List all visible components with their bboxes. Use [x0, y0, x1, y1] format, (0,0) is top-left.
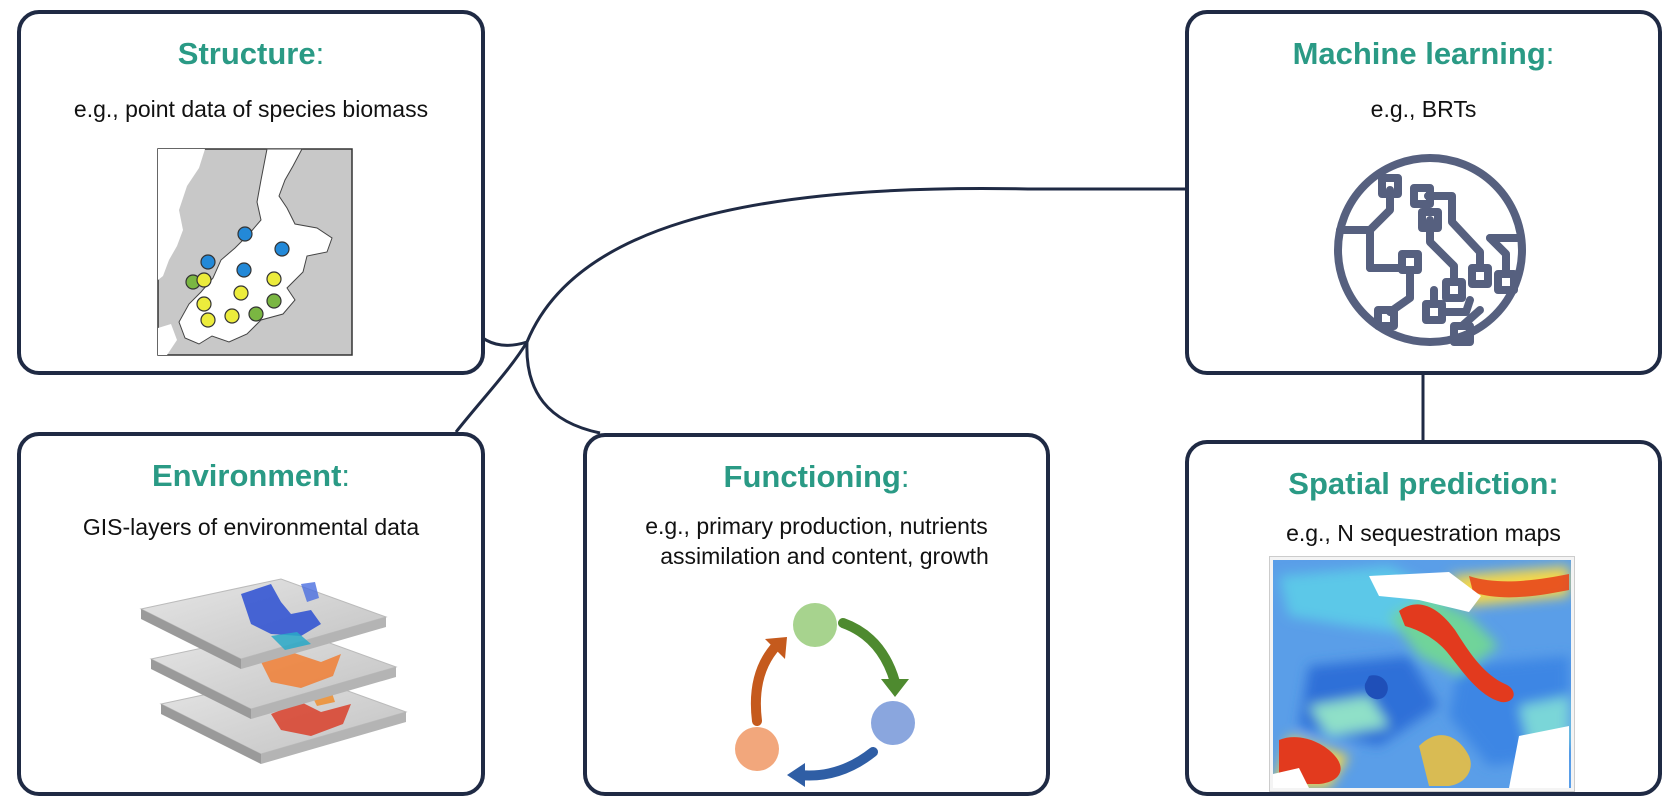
connector-hub-to-environment: [454, 341, 529, 433]
point-blue-4: [236, 262, 252, 278]
point-yellow-5: [200, 312, 216, 328]
machine-learning-box: Machine learning: e.g., BRTs: [1185, 10, 1662, 375]
environment-desc: GIS-layers of environmental data: [82, 514, 420, 540]
cycle-node-blue: [871, 701, 915, 745]
structure-title: Structure:: [21, 36, 481, 72]
machine-learning-desc: e.g., BRTs: [1370, 96, 1477, 122]
structure-box: Structure: e.g., point data of species b…: [17, 10, 485, 375]
cycle-node-orange: [735, 727, 779, 771]
point-yellow-4: [196, 296, 212, 312]
gis-layers-stack-icon: [139, 578, 408, 764]
cycle-node-green: [793, 603, 837, 647]
functioning-title-text: Functioning: [723, 459, 901, 494]
nutrient-cycle-icon: [735, 603, 915, 787]
structure-desc: e.g., point data of species biomass: [73, 96, 429, 122]
environment-title-colon: :: [341, 458, 351, 493]
gis-layer-top: [139, 578, 388, 669]
point-blue-2: [274, 241, 290, 257]
point-yellow-2: [266, 271, 282, 287]
connector-hub-to-machine-learning: [525, 187, 1185, 343]
point-blue-1: [237, 226, 253, 242]
connector-hub-to-functioning: [525, 341, 601, 435]
point-green-3: [248, 306, 264, 322]
environment-title-text: Environment: [151, 458, 342, 493]
machine-learning-title-text: Machine learning: [1292, 36, 1546, 71]
cycle-arrow-orange: [750, 640, 782, 726]
point-yellow-6: [224, 308, 240, 324]
environment-title: Environment:: [21, 458, 481, 494]
machine-learning-title-colon: :: [1545, 36, 1555, 71]
functioning-box: Functioning: e.g., primary production, n…: [583, 433, 1050, 796]
heatmap-prediction-icon: [1269, 556, 1575, 792]
functioning-desc-line-2: assimilation and content, growth: [660, 543, 989, 569]
cycle-arrow-blue: [794, 747, 878, 781]
spatial-prediction-box: Spatial prediction: e.g., N sequestratio…: [1185, 440, 1662, 796]
functioning-title-colon: :: [900, 459, 910, 494]
structure-title-text: Structure: [177, 36, 316, 71]
spatial-prediction-title: Spatial prediction:: [1288, 466, 1559, 501]
species-biomass-map-icon: [157, 148, 353, 356]
point-blue-3: [200, 254, 216, 270]
functioning-desc-line-1: e.g., primary production, nutrients: [645, 513, 988, 539]
point-yellow-3: [233, 285, 249, 301]
functioning-title: Functioning:: [587, 459, 1046, 495]
cycle-arrow-green: [838, 618, 900, 687]
environment-box: Environment: GIS-layers of environmental…: [17, 432, 485, 796]
circuit-network-icon: [1334, 154, 1526, 346]
machine-learning-title: Machine learning:: [1189, 36, 1658, 72]
point-yellow-1: [196, 272, 212, 288]
structure-title-colon: :: [315, 36, 325, 71]
point-green-2: [266, 293, 282, 309]
spatial-prediction-desc: e.g., N sequestration maps: [1286, 520, 1561, 546]
